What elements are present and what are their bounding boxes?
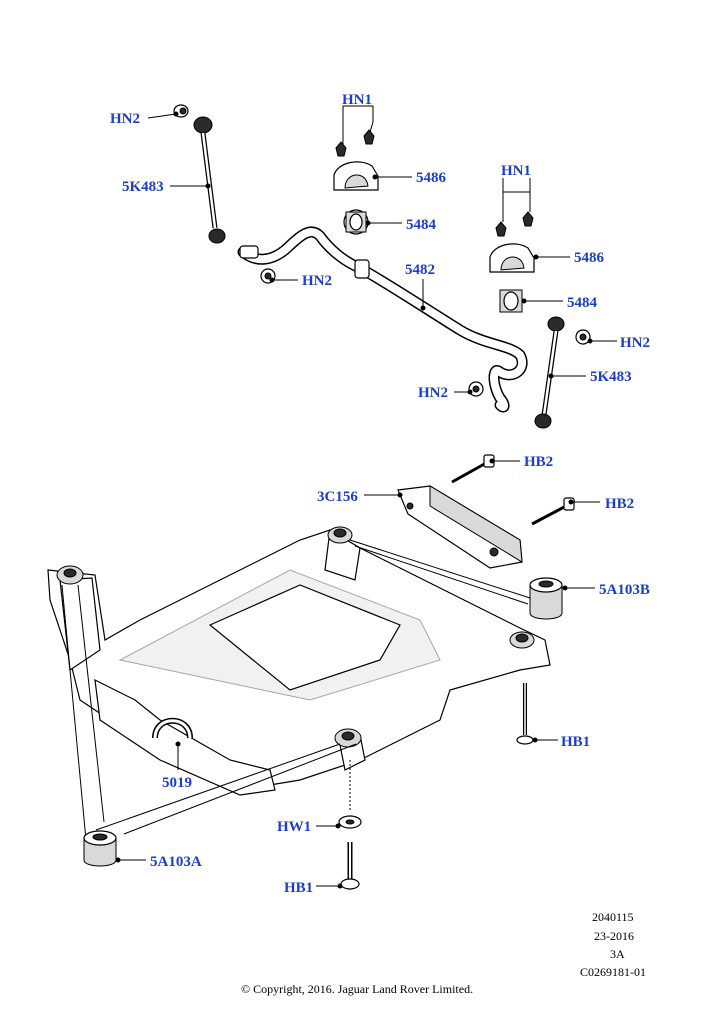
callout-hn2-top-left[interactable]: HN2 <box>110 111 140 127</box>
left-stabilizer-link <box>193 116 226 244</box>
diagram-code: 2040115 <box>592 910 634 924</box>
hn1-nuts-center <box>335 129 375 157</box>
bush-center <box>343 209 369 235</box>
stabilizer-bar-group <box>173 104 591 429</box>
mount-5a103b <box>529 577 563 620</box>
copyright-notice: © Copyright, 2016. Jaguar Land Rover Lim… <box>241 982 473 996</box>
hn1-nuts-right <box>495 211 534 237</box>
mount-5a103a <box>83 830 117 867</box>
bracket-group <box>397 454 575 569</box>
bush-right <box>499 289 523 313</box>
diagram-reference: C0269181-01 <box>580 965 646 979</box>
hw1-washer <box>338 815 362 829</box>
callout-5484-center[interactable]: 5484 <box>406 217 437 233</box>
bracket-3c156 <box>397 485 523 569</box>
callout-5486-right[interactable]: 5486 <box>574 250 605 266</box>
hb2-bolt-lower <box>531 497 575 526</box>
callout-hb2-top[interactable]: HB2 <box>524 454 553 470</box>
hb2-bolt-top <box>451 454 495 484</box>
projection-lines <box>61 539 531 841</box>
subframe-mount-rear-right <box>509 631 535 649</box>
callout-hn1-center[interactable]: HN1 <box>342 92 372 108</box>
callout-hw1[interactable]: HW1 <box>277 819 311 835</box>
callout-5a103b[interactable]: 5A103B <box>599 582 650 598</box>
hn2-nut-right <box>575 329 591 345</box>
callout-5486-center[interactable]: 5486 <box>416 170 447 186</box>
clamp-right <box>489 243 535 273</box>
callout-5k483-left[interactable]: 5K483 <box>122 179 164 195</box>
callout-hb1-bottom[interactable]: HB1 <box>284 880 313 896</box>
callout-5482[interactable]: 5482 <box>405 262 435 278</box>
callout-hb2-lower[interactable]: HB2 <box>605 496 634 512</box>
subframe-mount-front-left <box>56 565 84 585</box>
diagram-date: 23-2016 <box>594 929 634 943</box>
diagram-revision: 3A <box>610 947 625 961</box>
stabilizer-bar <box>237 226 528 413</box>
leader-lines <box>115 105 617 889</box>
callout-5k483-right[interactable]: 5K483 <box>590 369 632 385</box>
callout-5484-right[interactable]: 5484 <box>567 295 598 311</box>
diagram-footer: 2040115 23-2016 3A C0269181-01 © Copyrig… <box>241 910 646 996</box>
callout-hn2-right[interactable]: HN2 <box>620 335 650 351</box>
hn2-nut-lower <box>468 381 484 397</box>
clamp-center <box>333 161 379 191</box>
callout-3c156[interactable]: 3C156 <box>317 489 358 505</box>
hb1-bolt-right <box>516 683 534 745</box>
callout-hb1-right[interactable]: HB1 <box>561 734 590 750</box>
front-subframe <box>47 526 551 796</box>
callout-hn1-right[interactable]: HN1 <box>501 163 531 179</box>
right-stabilizer-link <box>534 316 565 429</box>
callout-hn2-lower[interactable]: HN2 <box>418 385 448 401</box>
callout-5019[interactable]: 5019 <box>162 775 192 791</box>
subframe-mount-rear-left <box>327 526 353 544</box>
callout-labels: HN2 5K483 HN1 5486 5484 5482 HN2 HN1 548… <box>110 92 650 896</box>
hb1-bolt-bottom <box>340 842 360 890</box>
callout-5a103a[interactable]: 5A103A <box>150 854 202 870</box>
callout-hn2-bar-left[interactable]: HN2 <box>302 273 332 289</box>
